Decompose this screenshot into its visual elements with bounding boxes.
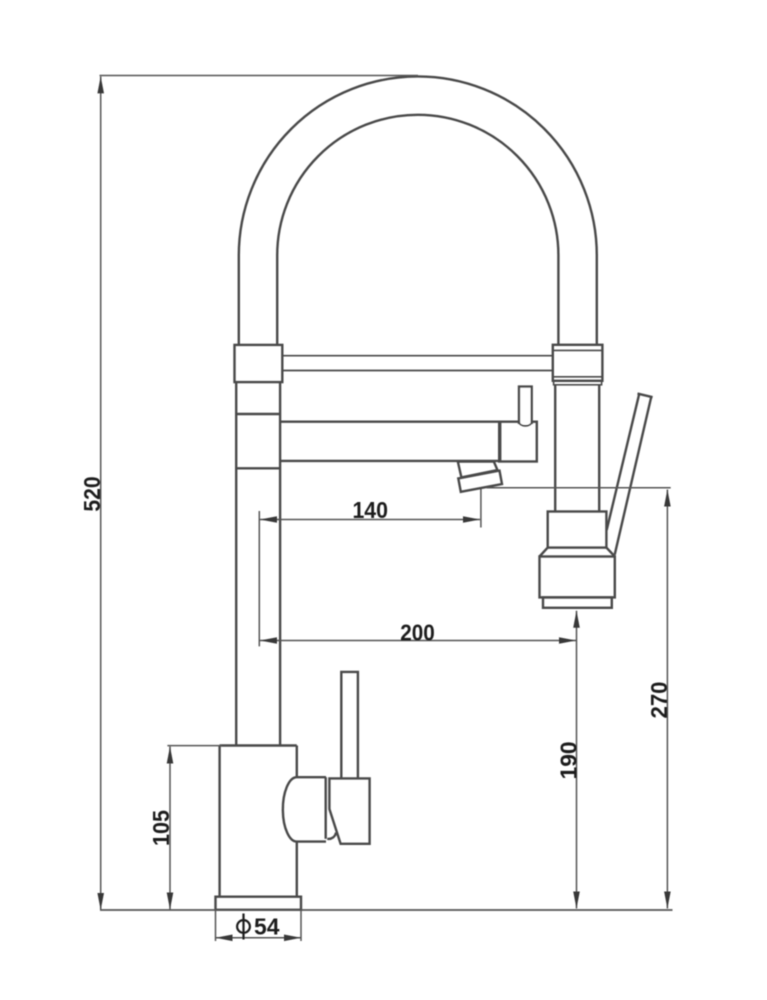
svg-text:520: 520 (79, 476, 105, 511)
svg-text:190: 190 (555, 741, 581, 779)
svg-text:200: 200 (400, 619, 435, 645)
svg-text:105: 105 (148, 810, 174, 846)
svg-text:54: 54 (254, 914, 280, 940)
svg-text:140: 140 (352, 497, 388, 523)
svg-text:270: 270 (646, 682, 672, 719)
